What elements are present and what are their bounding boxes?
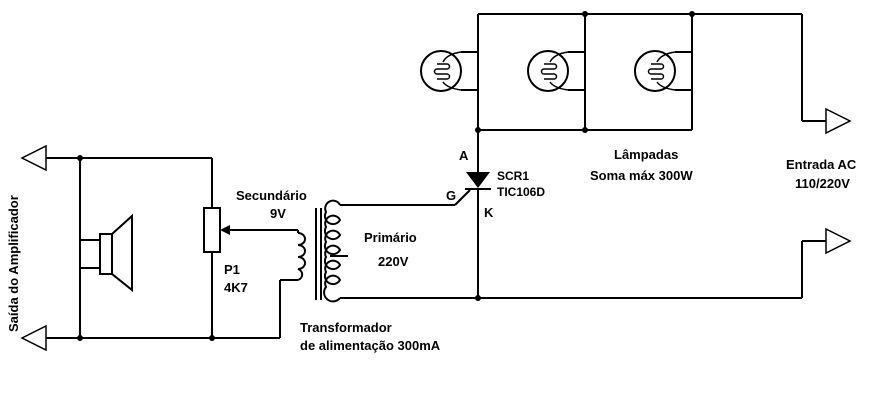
transformer-secondary-winding <box>279 230 306 338</box>
scr-gate-label: G <box>446 188 456 203</box>
pot-value-label: 4K7 <box>224 280 248 295</box>
pot-name-label: P1 <box>224 262 240 277</box>
lamp-bank-wiring <box>461 11 802 133</box>
scr-name-label: SCR1 <box>497 169 529 183</box>
transformer-label-line1: Transformador <box>300 320 392 335</box>
potentiometer-p1 <box>203 158 298 341</box>
scr-cathode-label: K <box>484 205 494 220</box>
scr1-thyristor <box>454 130 491 301</box>
speaker-branch-wires <box>77 155 100 341</box>
amplifier-output-label: Saída do Amplificador <box>6 195 21 332</box>
primary-title-label: Primário <box>364 230 417 245</box>
transformer-core <box>315 208 322 300</box>
speaker-icon <box>99 213 133 293</box>
lamp-1-icon <box>420 50 462 92</box>
ac-input-title-label: Entrada AC <box>786 157 857 172</box>
primary-voltage-label: 220V <box>378 254 409 269</box>
scr-part-label: TIC106D <box>497 185 545 199</box>
scr-anode-label: A <box>459 148 469 163</box>
secondary-voltage-label: 9V <box>270 206 286 221</box>
transformer-label-line2: de alimentação 300mA <box>300 338 441 353</box>
amplifier-output-terminal-bottom <box>20 324 280 352</box>
lamps-title-label: Lâmpadas <box>614 147 678 162</box>
transformer-primary-winding <box>323 199 478 303</box>
ac-input-terminal-bottom <box>478 227 852 299</box>
lamp-3-icon <box>634 50 676 92</box>
ac-input-terminal-top <box>801 14 852 135</box>
secondary-title-label: Secundário <box>236 188 307 203</box>
ac-input-voltage-label: 110/220V <box>795 176 850 191</box>
lamp-2-icon <box>527 50 569 92</box>
lamps-max-label: Soma máx 300W <box>590 168 693 183</box>
amplifier-output-terminal-top <box>20 144 212 172</box>
